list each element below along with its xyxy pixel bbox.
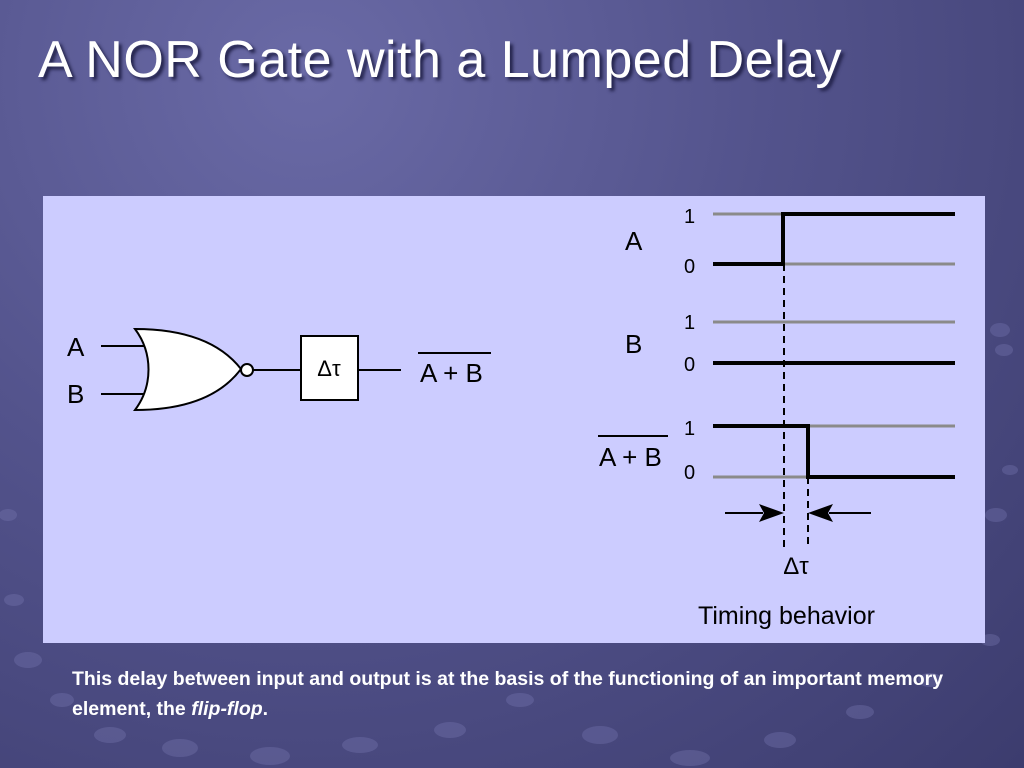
delay-box xyxy=(300,335,359,401)
timing-diagram: A B A + B 1 0 1 0 1 0 xyxy=(598,206,955,630)
level-label-out-high: 1 xyxy=(684,418,695,440)
timing-delay-label: Δτ xyxy=(783,553,809,580)
timing-signal-b-label: B xyxy=(625,329,642,359)
waveform-out xyxy=(713,424,955,479)
timing-signal-out-label: A + B xyxy=(599,442,662,472)
slide-title: A NOR Gate with a Lumped Delay xyxy=(38,31,843,89)
delay-arrow-left-head xyxy=(759,504,784,522)
delay-box-label: Δτ xyxy=(317,356,341,381)
level-label-b-high: 1 xyxy=(684,312,695,334)
diagram-canvas: A B Δτ A + B A B A + B 1 0 1 0 1 xyxy=(67,206,955,630)
slide-caption: This delay between input and output is a… xyxy=(72,664,972,724)
level-label-b-low: 0 xyxy=(684,354,695,376)
gate-input-a-label: A xyxy=(67,332,85,362)
timing-reference-lines xyxy=(713,212,955,479)
nor-gate-schematic: A B Δτ A + B xyxy=(67,327,491,412)
level-label-a-low: 0 xyxy=(684,256,695,278)
level-label-a-high: 1 xyxy=(684,206,695,228)
timing-signal-a-label: A xyxy=(625,226,643,256)
nor-gate-body xyxy=(133,327,243,412)
gate-output-label: A + B xyxy=(420,358,483,388)
level-label-out-low: 0 xyxy=(684,462,695,484)
delay-arrow-right-head xyxy=(808,504,833,522)
caption-text: This delay between input and output is a… xyxy=(72,668,944,720)
diagram-panel: A B Δτ A + B A B A + B 1 0 1 0 1 xyxy=(43,196,985,643)
timing-caption: Timing behavior xyxy=(698,602,875,630)
caption-emphasis: flip-flop xyxy=(191,698,263,720)
gate-input-b-label: B xyxy=(67,379,84,409)
waveform-a xyxy=(713,212,955,266)
caption-end: . xyxy=(262,698,269,720)
nor-inversion-bubble xyxy=(240,363,254,377)
